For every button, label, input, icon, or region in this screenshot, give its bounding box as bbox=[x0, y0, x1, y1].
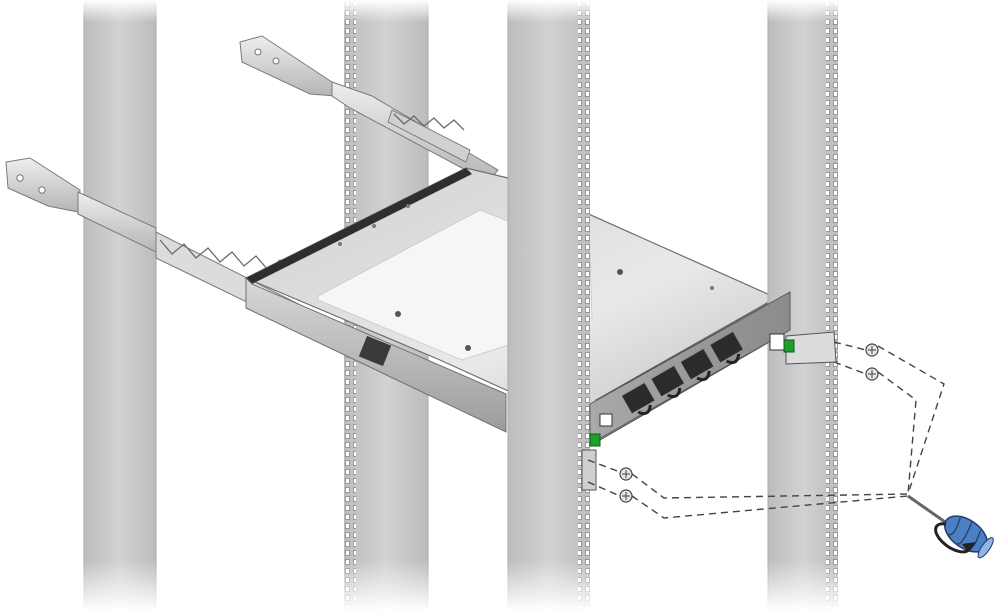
front-screws-left bbox=[619, 467, 633, 503]
chassis-front-overlap bbox=[589, 291, 791, 445]
screwdriver-icon bbox=[907, 494, 994, 559]
rear-rail-upper bbox=[239, 35, 499, 183]
mounting-bracket-right bbox=[783, 331, 837, 365]
rack-post-front-left bbox=[507, 0, 590, 611]
install-guide-lines bbox=[587, 341, 945, 519]
mounting-bracket-left bbox=[581, 433, 601, 491]
rack-post-rear-left bbox=[83, 0, 157, 611]
front-screws-right bbox=[865, 343, 879, 381]
